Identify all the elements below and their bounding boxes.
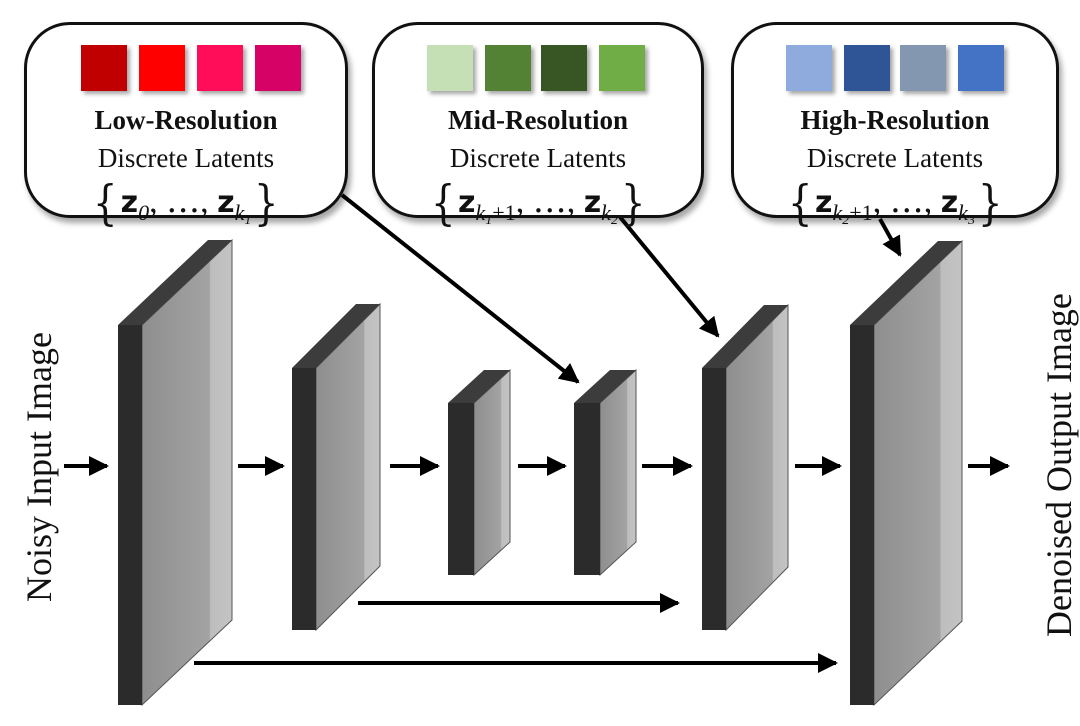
block-front-face xyxy=(702,368,726,630)
mid-resolution-latent-set: {zk1+1, …, zk2} xyxy=(430,175,646,231)
low-resolution-title: Low-Resolution xyxy=(94,105,278,135)
high-res-latent-arrow xyxy=(878,218,902,257)
low-resolution-latent-set: {z0, …, zk1} xyxy=(93,175,279,231)
decoder-block-1 xyxy=(850,239,963,707)
first-base-index: 2 xyxy=(842,213,850,228)
decoder-block-3 xyxy=(574,368,637,577)
block-top-face xyxy=(850,241,962,325)
mid-resolution-latents-box: Mid-Resolution Discrete Latents {zk1+1, … xyxy=(372,22,704,231)
low-resolution-subtitle: Discrete Latents xyxy=(97,143,275,173)
low-resolution-color-swatches xyxy=(27,45,345,93)
high-resolution-subtitle: Discrete Latents xyxy=(806,143,984,173)
latent-swatch xyxy=(844,45,890,91)
high-resolution-latent-set: {zk2+1, …, zk3} xyxy=(787,175,1003,231)
block-top-face xyxy=(448,370,510,403)
latent-swatch xyxy=(81,45,127,91)
first-offset: +1 xyxy=(492,200,516,225)
output-label: Denoised Output Image xyxy=(1039,293,1079,637)
mid-res-latent-arrow xyxy=(618,215,720,338)
latent-swatch xyxy=(786,45,832,91)
latent-swatch xyxy=(197,45,243,91)
block-top-face xyxy=(292,304,380,368)
block-front-face xyxy=(118,325,142,705)
decoder-block-2 xyxy=(702,303,789,632)
latent-swatch xyxy=(485,45,531,91)
latent-swatch xyxy=(958,45,1004,91)
latent-swatch xyxy=(541,45,587,91)
latent-swatch xyxy=(599,45,645,91)
block-top-face xyxy=(118,240,232,325)
mid-resolution-title: Mid-Resolution xyxy=(447,105,628,135)
high-resolution-latents-box: High-Resolution Discrete Latents {zk2+1,… xyxy=(731,22,1059,231)
low-resolution-latents-box: Low-Resolution Discrete Latents {z0, …, … xyxy=(24,22,348,231)
block-front-face xyxy=(448,403,474,575)
last-index: 2 xyxy=(610,213,618,228)
latent-swatch xyxy=(139,45,185,91)
latent-swatch xyxy=(427,45,473,91)
encoder-block-3 xyxy=(448,368,511,577)
encoder-block-2 xyxy=(292,302,381,632)
mid-resolution-subtitle: Discrete Latents xyxy=(449,143,627,173)
last-index: 1 xyxy=(244,213,252,228)
mid-resolution-color-swatches xyxy=(375,45,701,93)
block-front-face xyxy=(292,368,316,630)
encoder-block-1 xyxy=(118,238,233,707)
first-index: 0 xyxy=(138,200,150,225)
block-top-face xyxy=(574,370,636,403)
unet-blocks xyxy=(118,238,963,707)
high-resolution-title: High-Resolution xyxy=(800,105,990,135)
flow-arrows xyxy=(64,193,1010,673)
high-resolution-color-swatches xyxy=(734,45,1056,93)
latent-swatch xyxy=(900,45,946,91)
first-base-index: 1 xyxy=(485,213,493,228)
first-offset: +1 xyxy=(849,200,873,225)
low-res-latent-arrow xyxy=(340,193,580,384)
block-front-face xyxy=(850,325,874,705)
last-index: 3 xyxy=(967,213,975,228)
block-front-face xyxy=(574,403,600,575)
latent-swatch xyxy=(255,45,301,91)
block-top-face xyxy=(702,305,788,368)
block-side-face xyxy=(473,368,511,577)
block-side-face xyxy=(599,368,637,577)
input-label: Noisy Input Image xyxy=(19,332,59,602)
